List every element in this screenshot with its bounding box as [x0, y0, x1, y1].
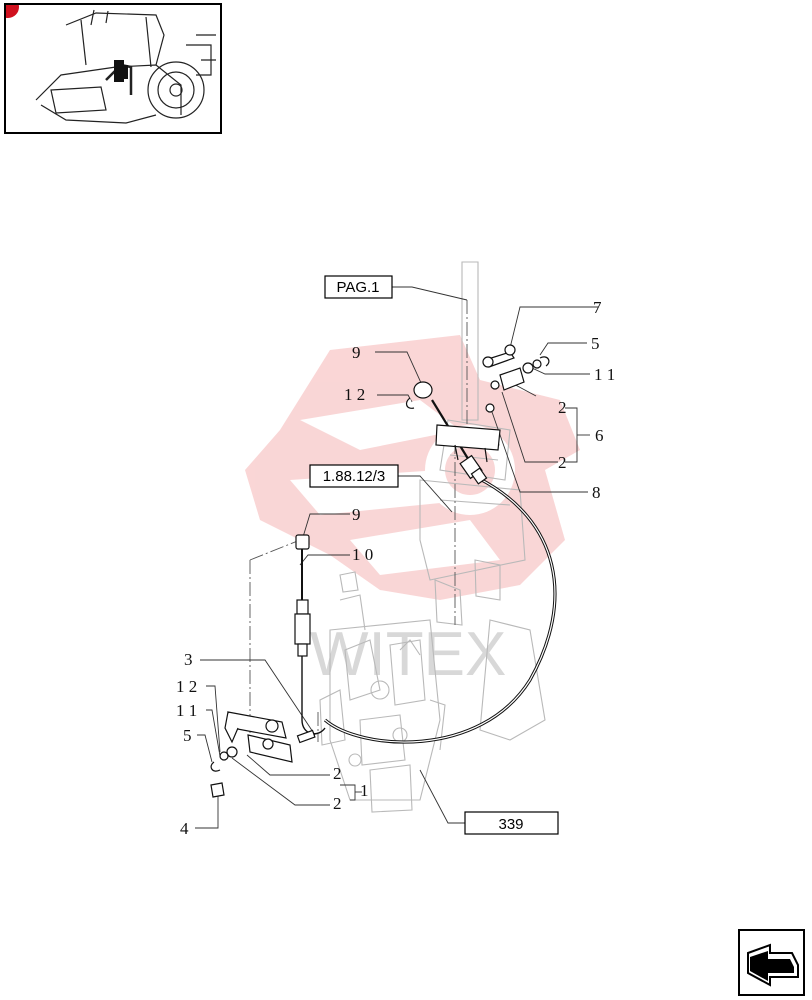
- callout-6: 6: [595, 426, 604, 445]
- ref-box-339[interactable]: 339: [464, 811, 559, 835]
- callout-11-left: 1 1: [176, 701, 197, 720]
- cable-end-bottom: [294, 534, 311, 657]
- lower-linkage-parts: [210, 711, 316, 798]
- callout-11-right: 1 1: [594, 365, 615, 384]
- ref-box-1-88-12-3[interactable]: 1.88.12/3: [309, 464, 399, 488]
- callout-5: 5: [591, 334, 600, 353]
- next-page-arrow-button[interactable]: [738, 929, 805, 996]
- ref-box-pag1-label: PAG.1: [336, 279, 379, 296]
- callout-1: 1: [360, 781, 369, 800]
- ref-box-339-label: 339: [498, 816, 523, 833]
- callout-2-b: 2: [558, 453, 567, 472]
- tractor-thumbnail: [4, 3, 222, 134]
- callout-9-mid: 9: [352, 505, 361, 524]
- callout-5-left: 5: [183, 726, 192, 745]
- callout-12-top: 1 2: [344, 385, 365, 404]
- ref-box-pag1[interactable]: PAG.1: [324, 275, 393, 299]
- tractor-sketch: [35, 9, 216, 124]
- red-corner-badge: [6, 5, 19, 18]
- callout-12-left: 1 2: [176, 677, 197, 696]
- callout-3: 3: [184, 650, 193, 669]
- watermark-logo: [245, 335, 580, 600]
- background-valve-assembly: [319, 261, 546, 813]
- ref-box-1-88-12-3-label: 1.88.12/3: [323, 468, 386, 485]
- callout-2-a: 2: [558, 398, 567, 417]
- callout-8: 8: [592, 483, 601, 502]
- upper-linkage-parts: [435, 344, 550, 463]
- callout-2-c: 2: [333, 764, 342, 783]
- callout-2-d: 2: [333, 794, 342, 813]
- part-callouts: 7 5 1 1 9 1 2 2 6 2 8 9 1 0 3 1 2 1 1 5 …: [176, 298, 615, 838]
- axis-lines: [249, 300, 468, 742]
- arrow-icon: [747, 943, 799, 987]
- callout-7: 7: [593, 298, 602, 317]
- callout-9-top: 9: [352, 343, 361, 362]
- watermark-text: WITEX: [310, 620, 506, 689]
- callout-4: 4: [180, 819, 189, 838]
- callout-10: 1 0: [352, 545, 373, 564]
